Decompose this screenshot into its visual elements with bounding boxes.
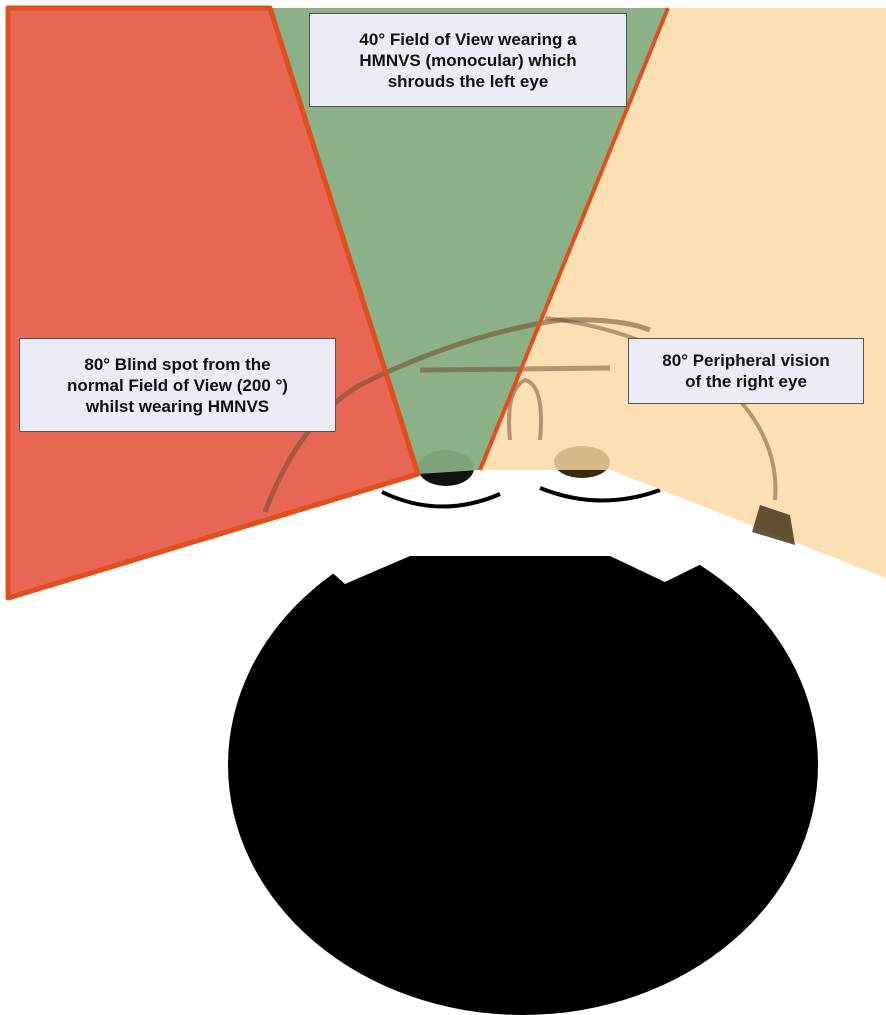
device-strap: [420, 368, 610, 370]
blind-spot-label: 80° Blind spot from the normal Field of …: [19, 338, 336, 432]
hmnvs-field-label: 40° Field of View wearing a HMNVS (monoc…: [309, 13, 627, 107]
peripheral-vision-label: 80° Peripheral vision of the right eye: [628, 338, 864, 404]
head-silhouette: [228, 515, 818, 1015]
